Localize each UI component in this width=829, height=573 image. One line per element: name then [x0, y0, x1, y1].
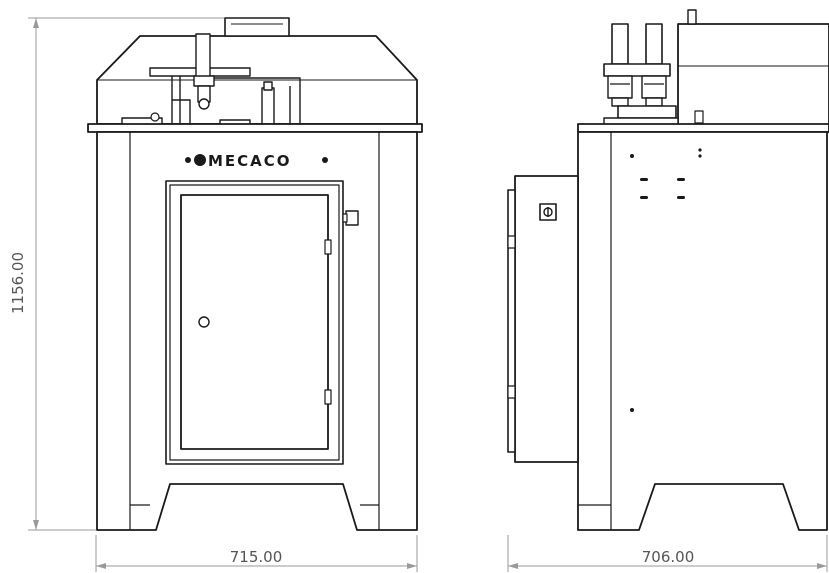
brand-logo-text: MECACO [208, 152, 292, 170]
side-electrical-box [507, 175, 579, 463]
dimension-height: 1156.00 [9, 17, 228, 531]
height-dimension-label: 1156.00 [9, 252, 27, 314]
door-knob [198, 316, 210, 328]
front-top-handle [224, 17, 290, 37]
side-switch [345, 210, 359, 226]
side-cabinet [577, 131, 828, 531]
front-door [165, 180, 359, 465]
side-table-plate [577, 123, 829, 133]
side-cylinders [603, 23, 679, 127]
mecaco-logo: MECACO [185, 152, 328, 170]
dimension-side-width: 706.00 [507, 535, 828, 572]
door-hinge-top [324, 239, 332, 255]
door-hinge-bottom [324, 389, 332, 405]
front-view: MECACO [87, 17, 423, 531]
side-vents [630, 148, 702, 412]
dimension-front-width: 715.00 [95, 535, 418, 572]
front-width-dimension-label: 715.00 [230, 548, 283, 566]
side-width-dimension-label: 706.00 [642, 548, 695, 566]
front-table-plate [87, 123, 423, 133]
side-view [507, 9, 829, 531]
